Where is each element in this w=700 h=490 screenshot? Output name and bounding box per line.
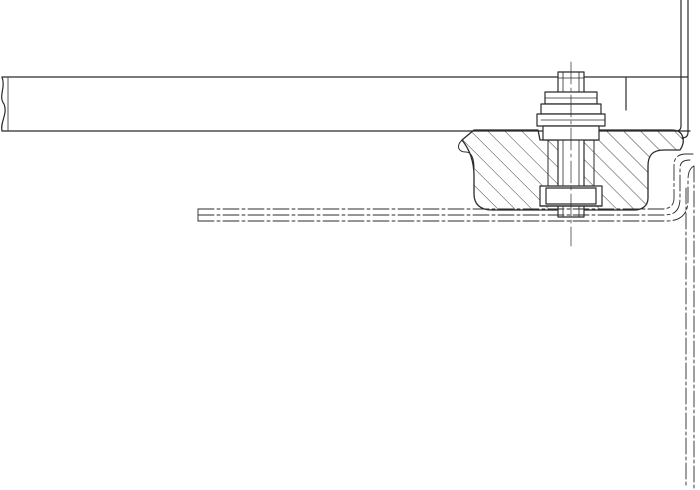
bolt-fastener [536, 61, 606, 247]
lower-sheet-phantom [197, 153, 695, 489]
lid-side-wall [625, 0, 689, 139]
